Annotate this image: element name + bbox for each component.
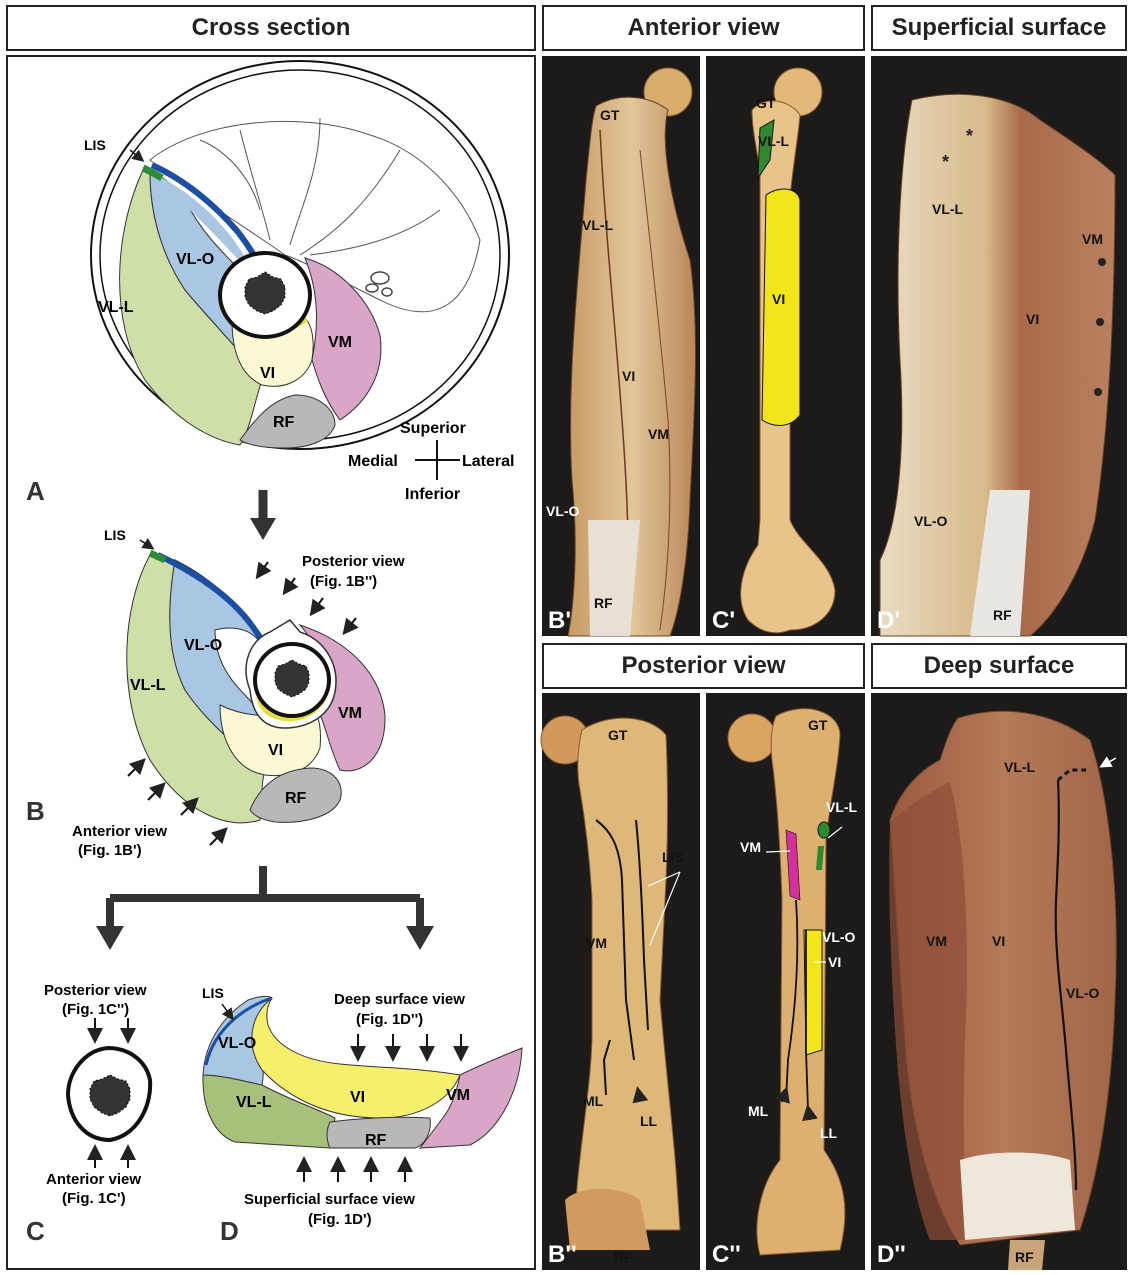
label-vi-d2: VI	[992, 933, 1005, 949]
label-superficial-surface-view: Superficial surface view	[244, 1191, 415, 1208]
branch-arrow	[96, 866, 434, 950]
label-gt-b2: GT	[608, 727, 628, 743]
label-deep-surface-view: Deep surface view	[334, 991, 465, 1008]
marker-dot-1	[1098, 258, 1106, 266]
label-ll-b2: LL	[640, 1113, 658, 1129]
label-vm-b2: VM	[586, 935, 607, 951]
label-rf-a: RF	[273, 414, 295, 431]
label-fig-1c1: (Fig. 1C')	[62, 1190, 126, 1207]
superficial-arrows-d	[304, 1160, 405, 1182]
label-vl-o-d: VL-O	[218, 1035, 256, 1052]
label-vi-c2: VI	[828, 954, 841, 970]
arrow-lis-b	[140, 540, 152, 548]
label-rf-b: RF	[285, 790, 307, 807]
panel-d-unfolded: LIS Deep surface view (Fig. 1D'') VL-O V…	[202, 985, 522, 1246]
label-fig-1b2: (Fig. 1B'')	[310, 573, 377, 590]
label-vl-o-d2: VL-O	[1066, 985, 1100, 1001]
label-lis-d: LIS	[202, 985, 224, 1001]
label-fig-1c2: (Fig. 1C'')	[62, 1001, 129, 1018]
label-vm-d: VM	[446, 1087, 470, 1104]
label-anterior-view-b: Anterior view	[72, 823, 167, 840]
label-lateral: Lateral	[462, 453, 514, 470]
label-ml-b2: ML	[583, 1093, 604, 1109]
label-posterior-view-b: Posterior view	[302, 553, 405, 570]
asterisk-1: *	[942, 152, 949, 172]
specimen-d1: * * VL-L VM VI VL-O RF D'	[877, 94, 1115, 636]
panel-letter-a: A	[26, 476, 45, 506]
label-rf-d1: RF	[993, 607, 1012, 623]
panel-letter-d: D	[220, 1216, 239, 1246]
deep-arrows-d	[358, 1034, 461, 1058]
label-vi-a: VI	[260, 365, 275, 382]
panel-letter-b: B	[26, 796, 45, 826]
panel-letter-b1: B'	[548, 607, 571, 634]
label-vl-l-b1: VL-L	[582, 217, 614, 233]
label-rf-d2: RF	[1015, 1249, 1034, 1265]
arrow-lis-d2	[1102, 758, 1116, 766]
label-superior: Superior	[400, 420, 466, 437]
panel-a-cross-section: LIS VL-O VL-L VM VI RF Superior Inferior…	[26, 61, 514, 506]
label-vl-l-d: VL-L	[236, 1094, 272, 1111]
label-vl-o-d1: VL-O	[914, 513, 948, 529]
label-vl-o-b1: VL-O	[546, 503, 580, 519]
label-vi-b: VI	[268, 742, 283, 759]
label-vm-c2: VM	[740, 839, 761, 855]
label-lis-b2: LIS	[662, 849, 684, 865]
label-vm-d1: VM	[1082, 231, 1103, 247]
label-vi-d1: VI	[1026, 311, 1039, 327]
label-vl-l-d1: VL-L	[932, 201, 964, 217]
panel-letter-d1: D'	[877, 607, 900, 634]
marker-dot-3	[1094, 388, 1102, 396]
label-gt-c2: GT	[808, 717, 828, 733]
label-vm-a: VM	[328, 334, 352, 351]
specimen-b1: GT VL-L VI VM VL-O RF B'	[546, 68, 695, 636]
marker-dot-2	[1096, 318, 1104, 326]
label-fig-1b1: (Fig. 1B')	[78, 842, 142, 859]
panel-letter-c1: C'	[712, 607, 735, 634]
label-rf-b2: RF	[614, 1249, 633, 1265]
label-vi-b1: VI	[622, 368, 635, 384]
label-gt-b1: GT	[600, 107, 620, 123]
label-vi-d: VI	[350, 1089, 365, 1106]
label-vm-d2: VM	[926, 933, 947, 949]
specimen-b2: GT LIS VM ML LL RF B''	[541, 716, 684, 1268]
label-vl-l-c2: VL-L	[826, 799, 858, 815]
label-anterior-view-c: Anterior view	[46, 1171, 141, 1188]
label-vm-b: VM	[338, 705, 362, 722]
label-ml-c2: ML	[748, 1103, 769, 1119]
label-fig-1d1: (Fig. 1D')	[308, 1211, 372, 1228]
label-rf-d: RF	[365, 1132, 387, 1149]
label-fig-1d2: (Fig. 1D'')	[356, 1011, 423, 1028]
panel-letter-d2: D''	[877, 1241, 906, 1268]
specimen-c1: GT VL-L VI C'	[712, 68, 835, 634]
label-gt-c1: GT	[756, 95, 776, 111]
label-medial: Medial	[348, 453, 398, 470]
label-ll-c2: LL	[820, 1125, 838, 1141]
specimen-c2: GT VL-L VM VL-O VI ML LL C''	[712, 709, 858, 1268]
label-vl-l-d2: VL-L	[1004, 759, 1036, 775]
arrow-lis-d	[222, 1004, 232, 1018]
asterisk-2: *	[966, 126, 973, 146]
panel-letter-c: C	[26, 1216, 45, 1246]
label-lis-a: LIS	[84, 137, 106, 153]
label-vl-l-a: VL-L	[98, 299, 134, 316]
panel-letter-c2: C''	[712, 1241, 741, 1268]
label-vl-o-b: VL-O	[184, 637, 222, 654]
label-vi-c1: VI	[772, 291, 785, 307]
label-vm-b1: VM	[648, 426, 669, 442]
label-inferior: Inferior	[405, 486, 460, 503]
label-lis-b: LIS	[104, 527, 126, 543]
specimen-d2: VL-L VM VI VL-O RF D''	[877, 711, 1116, 1270]
arrowhead-a-to-b	[250, 518, 276, 540]
label-vl-o-c2: VL-O	[822, 929, 856, 945]
label-rf-b1: RF	[594, 595, 613, 611]
panel-c-femur: Posterior view (Fig. 1C'') Anterior view…	[26, 982, 150, 1246]
panel-b-cross-section: LIS Posterior view (Fig. 1B'') VL-O VL-L…	[26, 527, 405, 859]
panel-letter-b2: B''	[548, 1241, 577, 1268]
label-vl-o-a: VL-O	[176, 251, 214, 268]
label-vl-l-b: VL-L	[130, 677, 166, 694]
label-posterior-view-c: Posterior view	[44, 982, 147, 999]
label-vl-l-c1: VL-L	[758, 133, 790, 149]
